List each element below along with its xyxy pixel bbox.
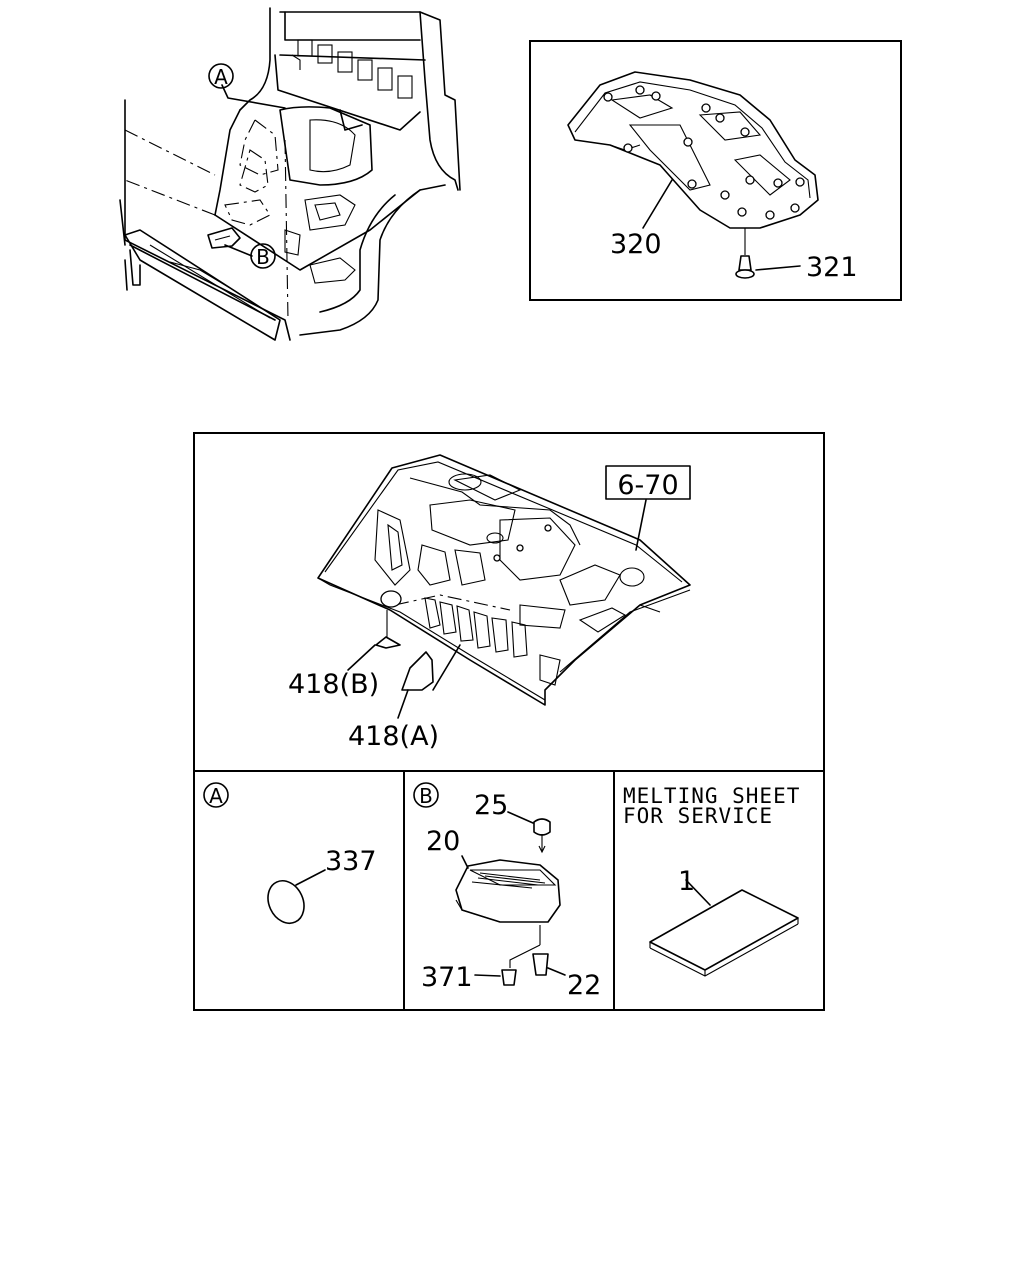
part-25-label: 25 bbox=[474, 790, 508, 821]
part-20-label: 20 bbox=[426, 826, 460, 857]
plate-holes bbox=[603, 85, 805, 220]
part-320-label: 320 bbox=[610, 229, 662, 260]
part-337-label: 337 bbox=[325, 846, 377, 877]
detail-a: A 337 bbox=[203, 782, 377, 924]
vehicle-floor-overview: A B bbox=[119, 7, 461, 341]
callout-b-overview: B bbox=[256, 245, 270, 269]
detail-melting-sheet: MELTING SHEET FOR SERVICE 1 bbox=[623, 784, 800, 977]
callout-a-detail: A bbox=[209, 784, 223, 808]
ref-6-70-label: 6-70 bbox=[617, 470, 678, 501]
part-1-label: 1 bbox=[678, 866, 695, 897]
sheet-title-line1: MELTING SHEET bbox=[623, 784, 800, 808]
part-371-label: 371 bbox=[421, 962, 473, 993]
sheet-title-line2: FOR SERVICE bbox=[623, 804, 773, 828]
part-321-label: 321 bbox=[806, 252, 858, 283]
part-22-label: 22 bbox=[567, 970, 601, 1001]
seat-grid bbox=[291, 39, 413, 99]
part-418a-label: 418(A) bbox=[348, 721, 439, 752]
callout-a-overview: A bbox=[214, 65, 228, 89]
part-418b-label: 418(B) bbox=[288, 669, 379, 700]
insulator-panel: 320 321 bbox=[529, 40, 902, 301]
floor-pan-panel: 6-70 418(B) 418(A) bbox=[193, 432, 825, 1011]
callout-b-detail: B bbox=[419, 784, 433, 808]
detail-b: B 25 20 371 22 bbox=[413, 782, 601, 1001]
